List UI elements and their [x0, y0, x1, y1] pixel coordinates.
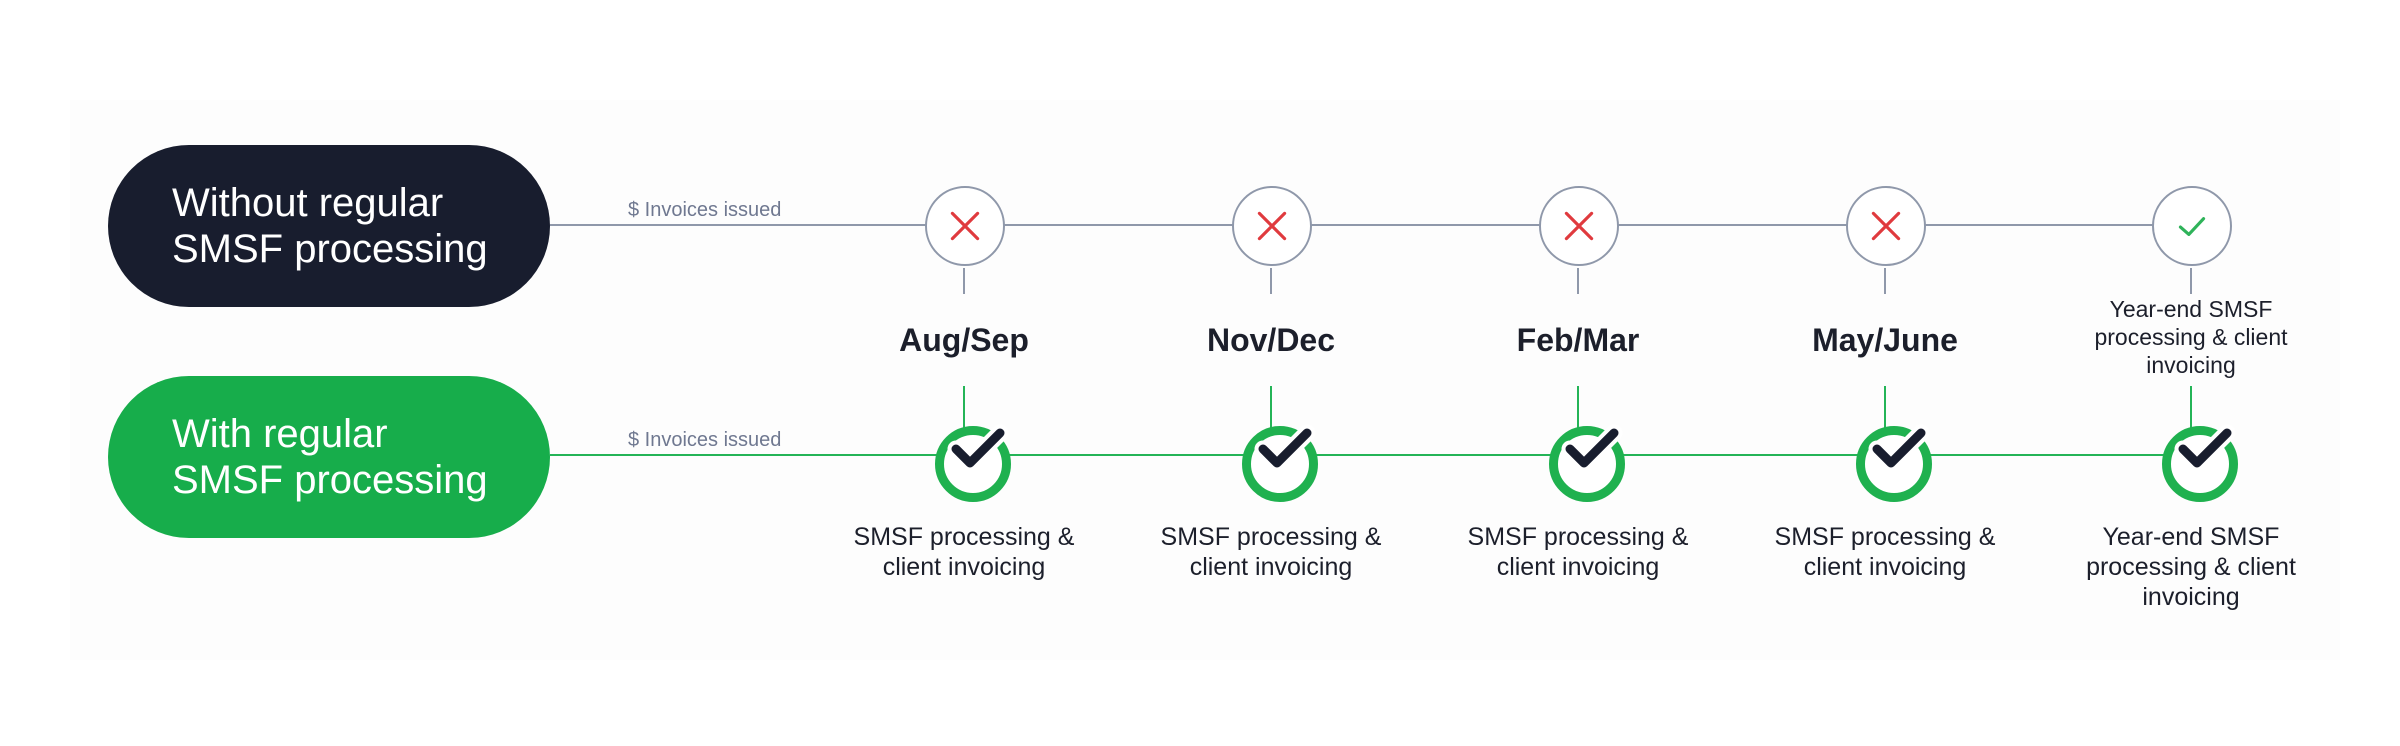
without-node-cross [1846, 186, 1926, 266]
without-connector [963, 268, 965, 294]
check-icon [2174, 424, 2236, 472]
without-node-cross [1232, 186, 1312, 266]
without-invoices-label: $ Invoices issued [628, 199, 782, 221]
with-invoices-label: $ Invoices issued [628, 429, 782, 451]
without-title-line2: SMSF processing [172, 227, 488, 271]
period-label: Aug/Sep [899, 322, 1029, 358]
period-label: Nov/Dec [1206, 322, 1336, 358]
caption-line: Year-end SMSF [2109, 296, 2273, 322]
with-timeline [550, 454, 2210, 456]
with-connector [1884, 386, 1886, 430]
caption-line: processing & client [2086, 553, 2296, 581]
without-connector [1270, 268, 1272, 294]
without-connector [1884, 268, 1886, 294]
with-connector [1270, 386, 1272, 430]
with-node-check [2162, 424, 2238, 502]
without-node-check [2152, 186, 2232, 266]
with-node-caption: SMSF processing & client invoicing [1438, 522, 1718, 582]
without-node-cross [1539, 186, 1619, 266]
with-connector [1577, 386, 1579, 430]
check-icon [1561, 424, 1623, 472]
with-node-check [1549, 424, 1625, 502]
caption-line: client invoicing [1189, 553, 1353, 581]
x-icon [1257, 211, 1287, 241]
caption-line: invoicing [2146, 352, 2236, 378]
caption-line: client invoicing [882, 553, 1046, 581]
without-node-cross [925, 186, 1005, 266]
caption-line: processing & client [2094, 324, 2288, 350]
caption-line: Year-end SMSF [2102, 523, 2280, 551]
check-icon [1868, 424, 1930, 472]
with-connector [2190, 386, 2192, 430]
without-timeline [550, 224, 2210, 226]
with-node-caption: SMSF processing & client invoicing [1131, 522, 1411, 582]
with-connector [963, 386, 965, 430]
without-processing-pill: Without regular SMSF processing [108, 145, 550, 307]
x-icon [1871, 211, 1901, 241]
without-title-line1: Without regular [172, 181, 444, 225]
caption-line: invoicing [2142, 583, 2240, 611]
caption-line: client invoicing [1496, 553, 1660, 581]
without-yearend-label: Year-end SMSF processing & client invoic… [2061, 295, 2321, 379]
with-node-caption: SMSF processing & client invoicing [824, 522, 1104, 582]
check-icon [2178, 217, 2206, 236]
check-icon [947, 424, 1009, 472]
caption-line: SMSF processing & [1467, 523, 1689, 551]
with-node-check [935, 424, 1011, 502]
with-processing-pill: With regular SMSF processing [108, 376, 550, 538]
caption-line: SMSF processing & [853, 523, 1075, 551]
caption-line: SMSF processing & [1160, 523, 1382, 551]
caption-line: client invoicing [1803, 553, 1967, 581]
x-icon [950, 211, 980, 241]
with-node-caption: Year-end SMSF processing & client invoic… [2051, 522, 2331, 612]
with-node-check [1856, 424, 1932, 502]
check-icon [1254, 424, 1316, 472]
period-label: May/June [1812, 322, 1958, 358]
with-node-caption: SMSF processing & client invoicing [1745, 522, 2025, 582]
with-title-line1: With regular [172, 412, 388, 456]
caption-line: SMSF processing & [1774, 523, 1996, 551]
without-connector [2190, 268, 2192, 294]
with-title-line2: SMSF processing [172, 458, 488, 502]
period-label: Feb/Mar [1516, 322, 1640, 358]
x-icon [1564, 211, 1594, 241]
with-node-check [1242, 424, 1318, 502]
without-connector [1577, 268, 1579, 294]
